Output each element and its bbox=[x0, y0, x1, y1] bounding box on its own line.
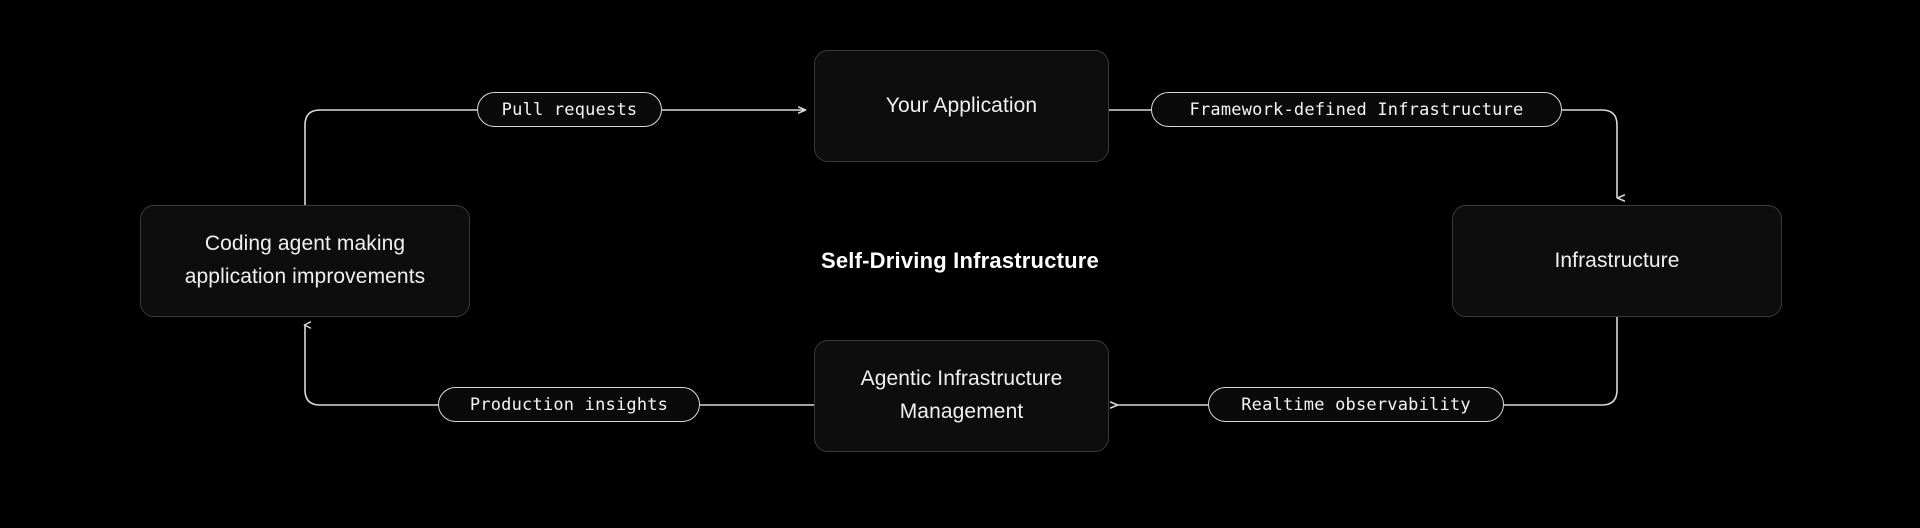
node-agentic-management-label-line1: Agentic Infrastructure bbox=[860, 367, 1063, 391]
node-coding-agent-label: Coding agent making application improvem… bbox=[185, 228, 426, 293]
edge-label-realtime-observability-text: Realtime observability bbox=[1241, 394, 1471, 415]
edge-label-production-insights-text: Production insights bbox=[469, 394, 669, 415]
diagram-title: Self-Driving Infrastructure bbox=[820, 248, 1099, 273]
edge-label-production-insights: Production insights bbox=[438, 387, 700, 422]
wire-framework-label-to-infrastructure bbox=[1562, 109, 1626, 202]
node-agentic-infrastructure-management[interactable]: Agentic Infrastructure Management bbox=[814, 340, 1109, 452]
wire-production-insights-to-coding-agent bbox=[303, 321, 438, 406]
node-coding-agent[interactable]: Coding agent making application improvem… bbox=[140, 205, 470, 317]
wire-coding-agent-to-pull-requests bbox=[304, 109, 477, 205]
edge-label-realtime-observability: Realtime observability bbox=[1208, 387, 1504, 422]
node-coding-agent-label-line1: Coding agent making bbox=[204, 232, 406, 256]
node-agentic-management-label-line2: Management bbox=[899, 400, 1024, 423]
edge-label-pull-requests: Pull requests bbox=[477, 92, 662, 127]
node-your-application[interactable]: Your Application bbox=[814, 50, 1109, 162]
edge-label-pull-requests-text: Pull requests bbox=[501, 99, 638, 120]
node-agentic-management-label: Agentic Infrastructure Management bbox=[861, 363, 1063, 428]
wire-infrastructure-to-observability-label bbox=[1504, 317, 1618, 406]
node-your-application-label: Your Application bbox=[885, 93, 1038, 117]
edge-label-framework-defined-infrastructure: Framework-defined Infrastructure bbox=[1151, 92, 1562, 127]
node-coding-agent-label-line2: application improvements bbox=[184, 265, 426, 288]
edge-label-framework-defined-text: Framework-defined Infrastructure bbox=[1189, 99, 1524, 120]
node-infrastructure[interactable]: Infrastructure bbox=[1452, 205, 1782, 317]
node-infrastructure-label: Infrastructure bbox=[1554, 248, 1680, 272]
